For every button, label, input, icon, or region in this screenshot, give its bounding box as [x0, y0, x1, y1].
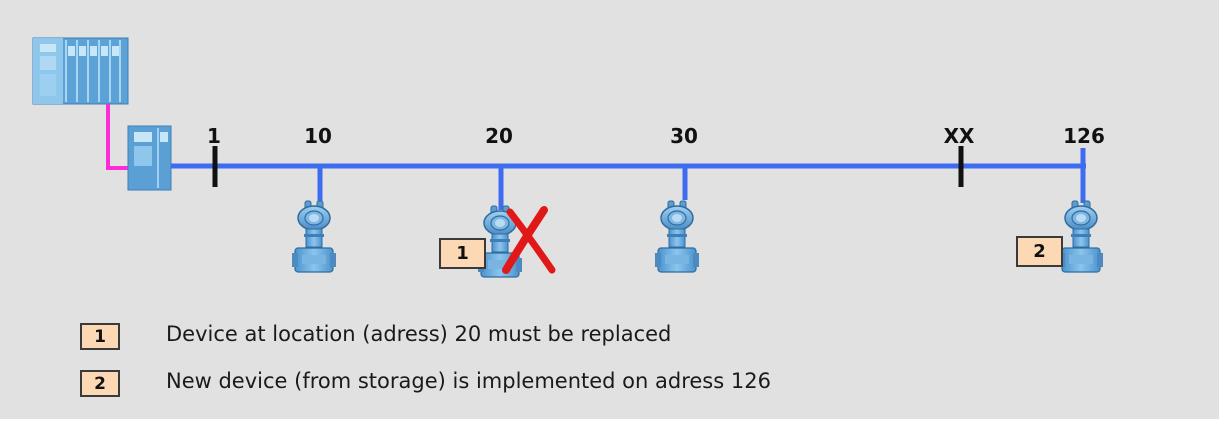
- device-30-icon: [654, 200, 700, 273]
- legend-text-1: Device at location (adress) 20 must be r…: [166, 322, 672, 346]
- failure-cross-icon: [502, 206, 556, 274]
- address-label-20: 20: [485, 124, 513, 148]
- device-10-icon: [291, 200, 337, 273]
- address-label-xx: XX: [944, 124, 975, 148]
- legend-marker-1: 1: [80, 323, 120, 350]
- device-marker-1: 1: [439, 238, 486, 269]
- address-label-1: 1: [207, 124, 221, 148]
- legend-marker-2: 2: [80, 370, 120, 397]
- controller-rack: [32, 37, 129, 105]
- device-126-icon: [1058, 200, 1104, 273]
- legend-text-2: New device (from storage) is implemented…: [166, 369, 771, 393]
- address-label-126: 126: [1063, 124, 1105, 148]
- controller-link: [106, 104, 131, 170]
- address-label-10: 10: [304, 124, 332, 148]
- device-marker-2: 2: [1016, 236, 1063, 267]
- bus-coupler: [127, 125, 172, 191]
- address-label-30: 30: [670, 124, 698, 148]
